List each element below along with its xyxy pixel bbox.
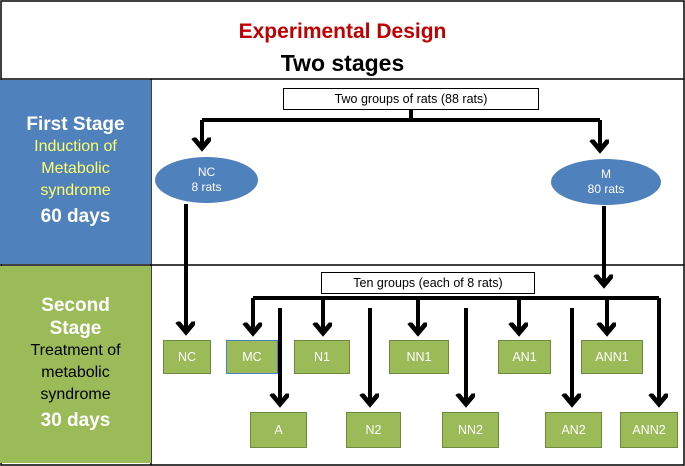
group-box-a: A	[250, 412, 307, 448]
first-stage-line: syndrome	[40, 181, 111, 199]
group-box-an1: AN1	[498, 340, 551, 374]
ten-groups-label: Ten groups (each of 8 rats)	[321, 272, 535, 294]
m-group-count: 80 rats	[587, 182, 625, 196]
nc-group-node: NC 8 rats	[155, 157, 258, 203]
first-stage-panel: First Stage Induction of Metabolic syndr…	[0, 80, 151, 264]
first-stage-line: Metabolic	[41, 159, 110, 177]
two-groups-label: Two groups of rats (88 rats)	[283, 88, 539, 110]
second-stage-heading: Stage	[49, 317, 102, 339]
second-stage-panel: Second Stage Treatment of metabolic synd…	[0, 266, 151, 463]
nc-group-name: NC	[197, 165, 216, 179]
group-box-nc: NC	[163, 340, 211, 374]
group-box-ann2: ANN2	[620, 412, 678, 448]
group-box-nn1: NN1	[389, 340, 449, 374]
diagram-title: Experimental Design	[238, 20, 447, 43]
m-group-name: M	[601, 167, 611, 181]
first-stage-heading: First Stage	[26, 113, 125, 135]
group-box-mc: MC	[226, 340, 278, 374]
second-stage-line: Treatment of	[30, 341, 121, 359]
diagram-subtitle: Two stages	[280, 50, 405, 76]
first-stage-duration: 60 days	[40, 205, 111, 227]
first-stage-line: Induction of	[34, 137, 117, 155]
group-box-nn2: NN2	[442, 412, 499, 448]
second-stage-duration: 30 days	[40, 409, 111, 431]
group-box-ann1: ANN1	[581, 340, 643, 374]
second-stage-line: syndrome	[40, 385, 111, 403]
top-split-connector	[202, 110, 600, 150]
distribution-connector	[253, 296, 659, 404]
second-stage-heading: Second	[41, 294, 110, 316]
second-stage-line: metabolic	[41, 363, 110, 381]
group-box-n2: N2	[346, 412, 401, 448]
m-group-node: M 80 rats	[551, 159, 661, 205]
group-box-n1: N1	[294, 340, 350, 374]
nc-group-count: 8 rats	[191, 180, 222, 194]
group-box-an2: AN2	[545, 412, 602, 448]
